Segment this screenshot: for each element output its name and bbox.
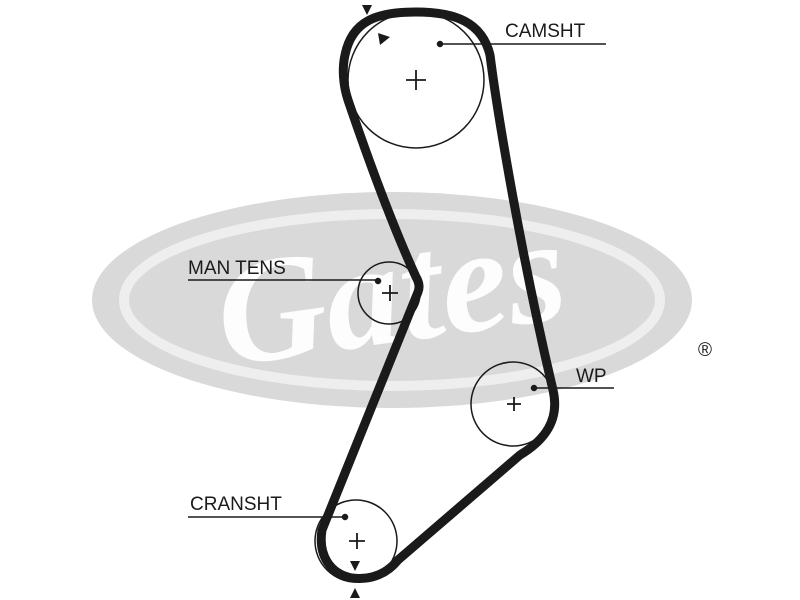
- gates-watermark-logo: Gates ®: [92, 186, 712, 408]
- crankshaft-centre-cross: [349, 533, 365, 549]
- crank-pulley-mark-icon: [350, 561, 360, 571]
- tensioner-centre-cross: [382, 285, 398, 301]
- cam-timing-arrow-icon: [362, 5, 372, 15]
- tensioner-label: MAN TENS: [188, 258, 286, 279]
- water-pump-centre-cross: [507, 397, 521, 411]
- tensioner-leader-dot: [374, 277, 382, 285]
- crankshaft-leader-dot: [341, 513, 349, 521]
- pulley-centre-marks: [349, 70, 521, 549]
- crankshaft-label: CRANSHT: [190, 494, 282, 515]
- leader-lines: [188, 40, 614, 521]
- camshaft-label: CAMSHT: [505, 21, 586, 42]
- cam-pulley-mark-icon: [378, 33, 390, 45]
- water-pump-label: WP: [576, 366, 607, 387]
- water-pump-leader-dot: [530, 384, 538, 392]
- timing-belt: [316, 7, 560, 583]
- camshaft-leader-dot: [436, 40, 444, 48]
- camshaft-centre-cross: [406, 70, 426, 90]
- crank-timing-arrow-icon: [350, 588, 360, 598]
- watermark-registered-mark: ®: [698, 340, 712, 361]
- timing-marks: [350, 5, 390, 598]
- component-labels: CAMSHT MAN TENS WP CRANSHT: [188, 21, 607, 515]
